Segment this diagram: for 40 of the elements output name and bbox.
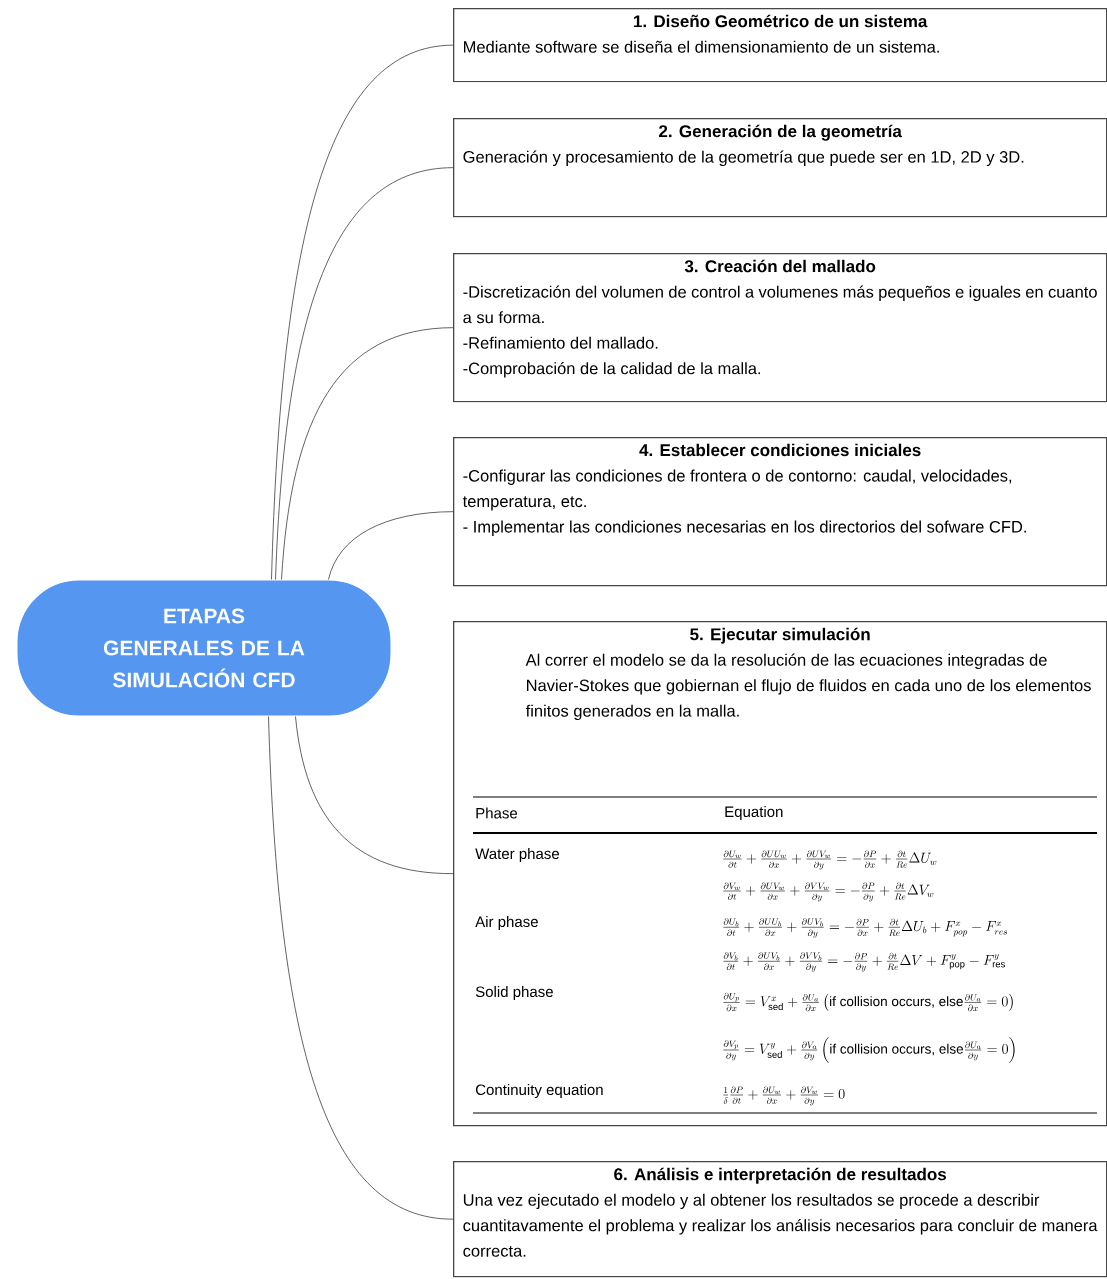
equation: $\frac{\partial U_b}{\partial t}+\frac{\partial UU_b}{\partial x}+\frac{\partial UV_b}{\partial y}=-\frac{\partial P}{\partial x}+\frac{\partial t}{Re}\Delta U_b+F^x_{pop}-F^x_{res}$	[723, 918, 1008, 938]
stage-box	[453, 437, 1107, 587]
equation: $\frac{\partial V_w}{\partial t}+\frac{\partial UV_w}{\partial x}+\frac{\partial VV_w}{\partial y}=-\frac{\partial P}{\partial y}+\frac{\partial t}{Re}\Delta V_w$	[723, 882, 934, 902]
stage-box	[453, 1161, 1107, 1278]
stage-box	[453, 621, 1107, 1127]
equation: $\frac{1}{\delta}\frac{\partial P}{\partial t}+\frac{\partial U_w}{\partial x}+\frac{\partial V_w}{\partial y}=0$	[723, 1086, 845, 1106]
stage-text: -Configurar las condiciones de frontera o de contorno: caudal, velocidades, temperatura, etc.	[462, 469, 1012, 511]
stage-text: -Discretización del volumen de control a volumenes más pequeños e iguales en cuanto a su forma.	[463, 285, 1097, 324]
table-header: Equation	[725, 806, 783, 820]
stage-text: - Implementar las condiciones necesarias en los directorios del sofware CFD.	[463, 520, 1026, 536]
table-cell: Air phase	[475, 916, 538, 930]
branch-line	[271, 44, 454, 580]
stage-heading: 1. Diseño Geométrico de un sistema	[634, 14, 928, 28]
equation: $\frac{\partial U_w}{\partial t}+\frac{\partial UU_w}{\partial x}+\frac{\partial UV_w}{\partial y}=-\frac{\partial P}{\partial x}+\frac{\partial t}{Re}\Delta U_w$	[723, 850, 937, 870]
equation: $\frac{\partial V_b}{\partial t}+\frac{\partial UV_b}{\partial x}+\frac{\partial VV_b}{\partial y}=-\frac{\partial P}{\partial y}+\frac{\partial t}{Re}\Delta V+F^y_{\mathrm{pop}}-F^y_{\mathrm{res}}$	[723, 952, 1005, 972]
stage-text: Generación y procesamiento de la geometría que puede ser en 1D, 2D y 3D.	[463, 150, 1024, 167]
equation: $\frac{\partial V_p}{\partial y}=V^y_{\mathrm{sed}}+\frac{\partial V_a}{\partial y}\left(\text{if collision occurs, else}\frac{\partial U_a}{\partial y}=0\right)$	[723, 1037, 1015, 1063]
stage-text: Al correr el modelo se da la resolución de las ecuaciones integradas de Navier-Stokes que gobiernan el flujo de fluidos en cada uno de los elementos finitos generados en la malla.	[525, 653, 1091, 721]
stage-text: -Comprobación de la calidad de la malla.	[463, 361, 761, 378]
stage-heading: 3. Creación del mallado	[684, 259, 876, 273]
stage-text: Una vez ejecutado el modelo y al obtener los resultados se procede a describir cuantitavamente el problema y realizar los análisis necesarios para concluir de manera correcta.	[463, 1193, 1098, 1257]
stage-box	[453, 253, 1107, 403]
equation: $\frac{\partial U_p}{\partial x}=V^x_{\mathrm{sed}}+\frac{\partial U_a}{\partial x}\left(\text{if collision occurs, else}\frac{\partial U_a}{\partial x}=0\right)$	[723, 992, 1013, 1012]
stage-text: Mediante software se diseña el dimensionamiento de un sistema.	[464, 40, 939, 53]
stage-text: -Refinamiento del mallado.	[463, 336, 658, 349]
stage-box	[453, 8, 1107, 83]
branch-line	[295, 716, 454, 875]
branch-line	[328, 511, 454, 580]
table-header: Phase	[476, 807, 518, 819]
branch-line	[275, 167, 454, 580]
table-cell: Water phase	[475, 848, 559, 862]
stage-heading: 5. Ejecutar simulación	[690, 627, 870, 644]
stage-heading: 2. Generación de la geometría	[659, 124, 902, 141]
branch-line	[281, 327, 454, 580]
table-cell: Solid phase	[475, 986, 553, 1000]
stage-box	[453, 118, 1107, 218]
branch-line	[268, 716, 454, 1220]
stage-heading: 4. Establecer condiciones iniciales	[639, 443, 921, 457]
stage-heading: 6. Análisis e interpretación de resultados	[614, 1167, 946, 1184]
table-cell: Continuity equation	[475, 1084, 603, 1098]
